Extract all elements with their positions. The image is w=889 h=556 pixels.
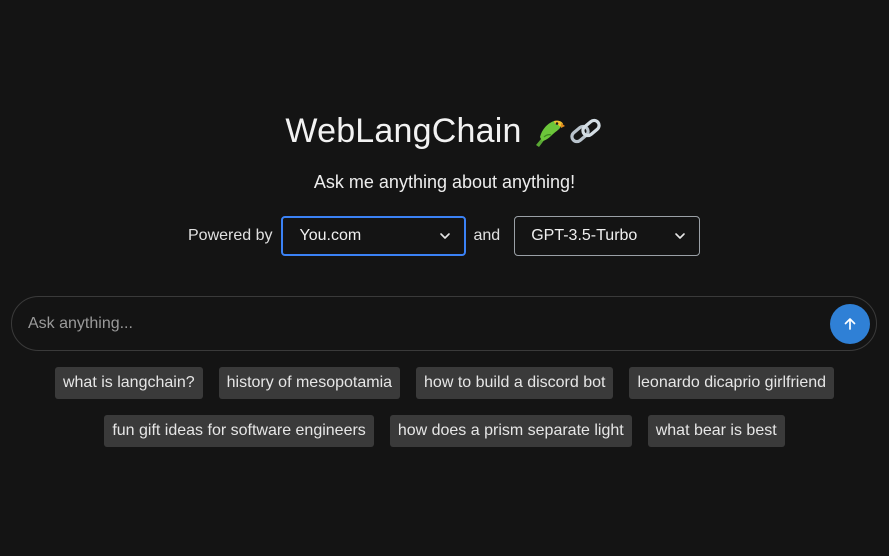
title-text: WebLangChain (285, 112, 522, 150)
suggestion-chip[interactable]: what bear is best (647, 415, 785, 447)
parrot-icon (535, 120, 565, 147)
send-button[interactable] (830, 303, 870, 344)
suggestion-chip[interactable]: leonardo dicaprio girlfriend (629, 367, 835, 399)
powered-by-label: Powered by (188, 227, 273, 244)
suggestion-chip[interactable]: how to build a discord bot (416, 367, 614, 399)
model-select[interactable]: GPT-3.5-Turbo (514, 216, 701, 256)
title-emoji (530, 115, 604, 149)
and-label: and (473, 227, 501, 244)
chevron-down-icon (673, 229, 687, 243)
suggestions-row-1: what is langchain? history of mesopotami… (0, 367, 889, 399)
page-subtitle: Ask me anything about anything! (313, 172, 576, 192)
suggestion-chip[interactable]: what is langchain? (54, 367, 203, 399)
search-input[interactable] (28, 297, 830, 350)
suggestion-chip[interactable]: fun gift ideas for software engineers (104, 415, 374, 447)
suggestion-chip[interactable]: history of mesopotamia (218, 367, 401, 399)
search-source-value: You.com (299, 227, 362, 244)
page-title: WebLangChain (0, 112, 889, 151)
chevron-down-icon (438, 229, 452, 243)
suggestions-row-2: fun gift ideas for software engineers ho… (0, 415, 889, 447)
config-row: Powered by You.com and GPT-3.5-Turbo (188, 216, 701, 256)
chain-link-icon (569, 118, 601, 143)
suggestion-chip[interactable]: how does a prism separate light (389, 415, 632, 447)
model-value: GPT-3.5-Turbo (531, 227, 638, 244)
search-source-select[interactable]: You.com (280, 216, 466, 256)
search-bar (11, 296, 877, 351)
arrow-up-icon (844, 317, 856, 330)
